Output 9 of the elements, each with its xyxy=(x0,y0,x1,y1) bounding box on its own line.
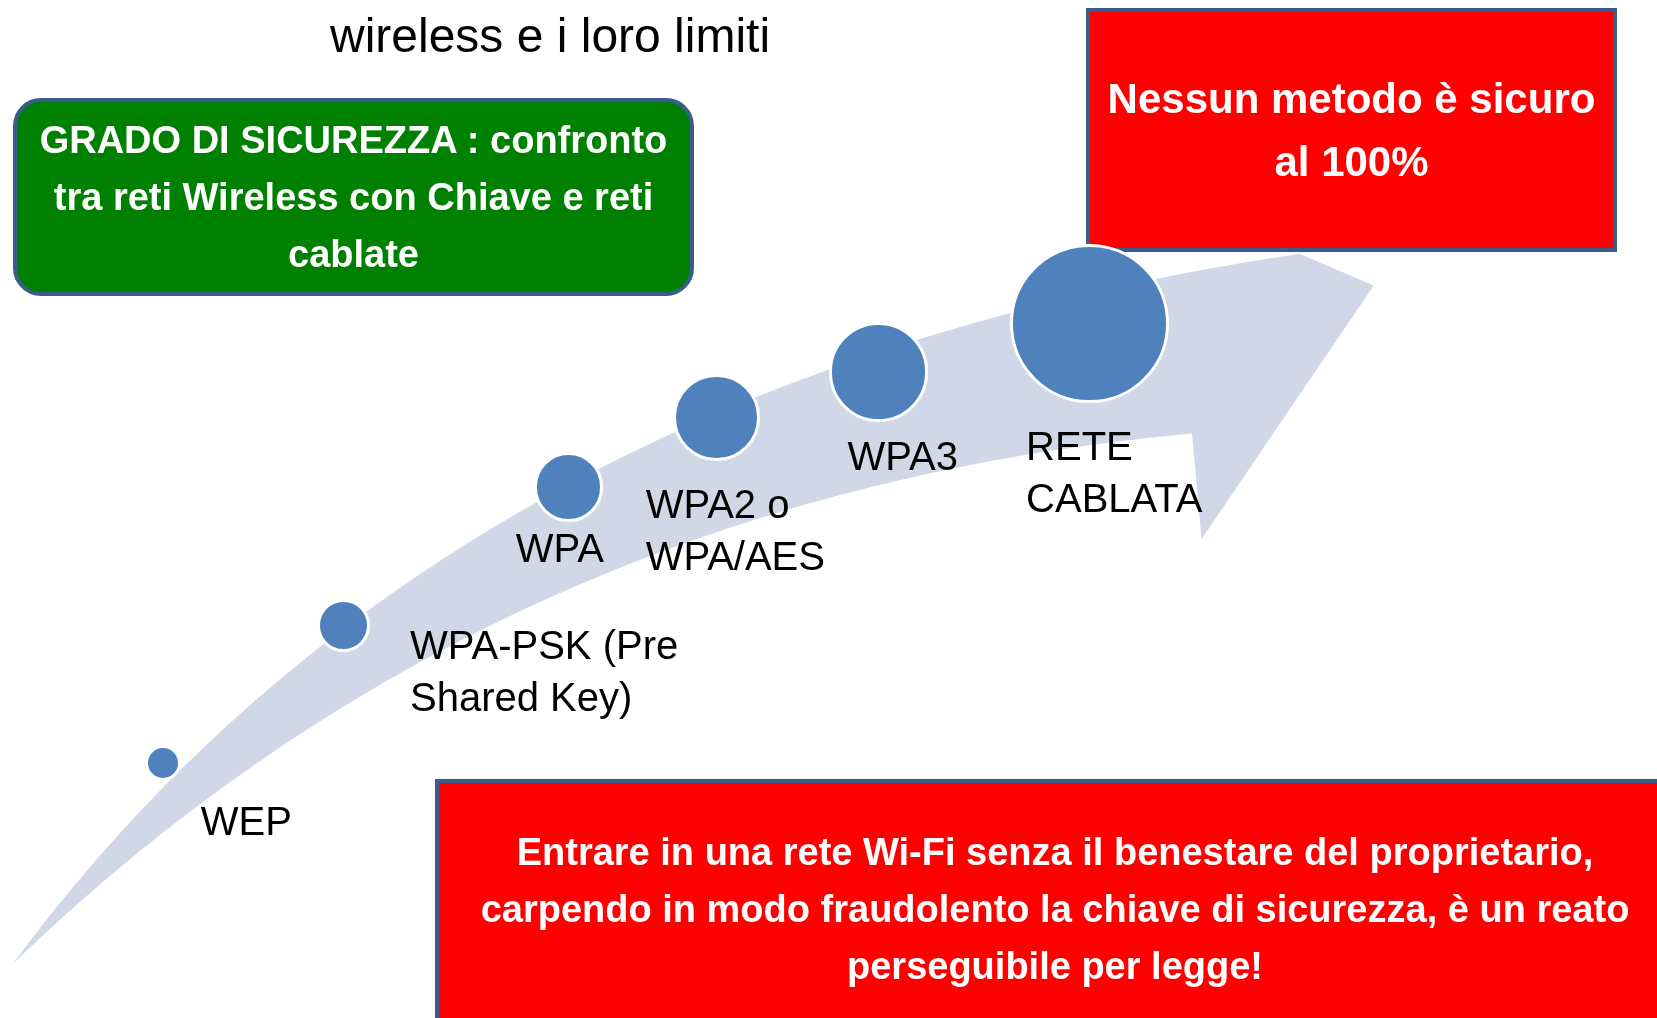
slide-title: wireless e i loro limiti xyxy=(330,8,771,63)
level-label: WEP xyxy=(200,797,293,845)
warning-box: Entrare in una rete Wi-Fi senza il benestare del proprietario, carpendo in modo fraudolento la chiave di sicurezza, è un reato perseguibile per legge! xyxy=(435,779,1657,1018)
level-label: WPA-PSK (Pre Shared Key) xyxy=(410,622,680,722)
level-label: WPA2 o WPA/AES xyxy=(645,480,826,580)
heading-box: GRADO DI SICUREZZA : confronto tra reti Wireless con Chiave e reti cablate xyxy=(13,98,694,296)
level-label: WPA3 xyxy=(847,433,959,481)
warning-box: Nessun metodo è sicuro al 100% xyxy=(1086,8,1617,252)
level-label: RETE CABLATA xyxy=(1026,422,1204,522)
